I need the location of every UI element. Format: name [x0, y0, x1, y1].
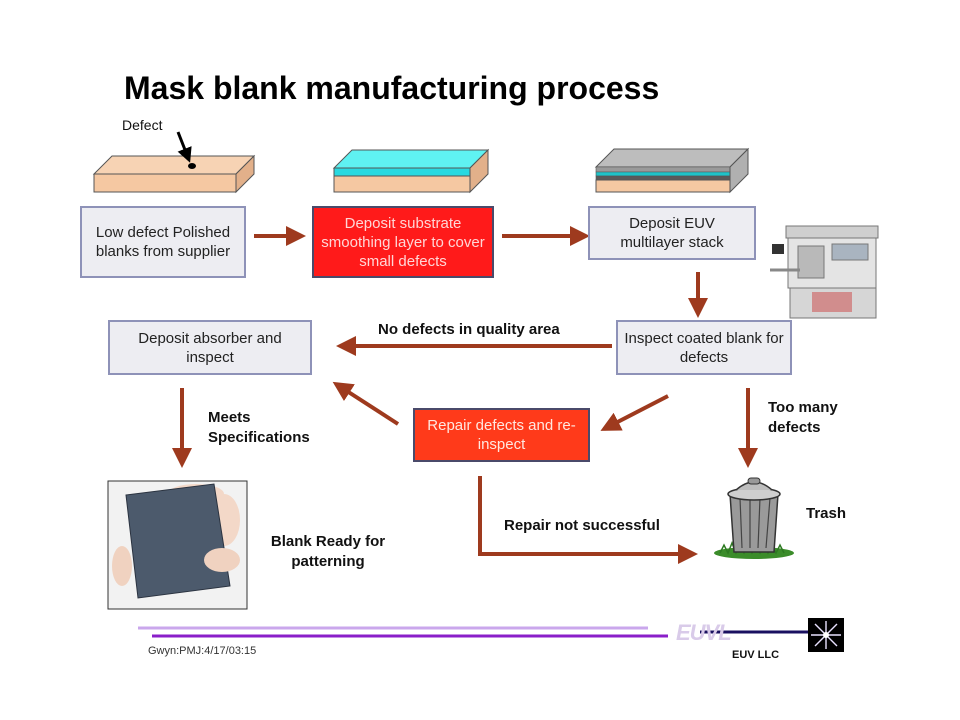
- outcome-trash-label: Trash: [806, 505, 847, 522]
- step-repair-defects-text: Repair defects and re-inspect: [427, 417, 576, 453]
- outcome-ready-label: Blank Ready for patterning: [270, 533, 386, 570]
- step-euv-multilayer-text: Deposit EUV multilayer stack: [620, 215, 724, 251]
- step-polished-blanks: Low defect Polished blanks from supplier: [80, 206, 246, 278]
- edge-label-meets-specs: Meets Specifications: [208, 409, 310, 446]
- step-inspect-coated-text: Inspect coated blank for defects: [624, 329, 784, 366]
- euvl-logo-text: EUVL: [676, 620, 732, 645]
- finished-blank-photo: [107, 480, 248, 610]
- step-polished-blanks-text: Low defect Polished blanks from supplier: [95, 224, 231, 260]
- smoothed-blank-image: [332, 148, 490, 194]
- euv-star-logo: [808, 618, 844, 652]
- defect-label: Defect: [122, 117, 163, 133]
- edge-label-no-defects: No defects in quality area: [378, 321, 560, 338]
- step-deposit-absorber-text: Deposit absorber and inspect: [138, 329, 282, 366]
- edge-label-repair-fail: Repair not successful: [504, 517, 660, 534]
- defect-pointer-arrow: [176, 131, 192, 163]
- step-repair-defects: Repair defects and re-inspect: [413, 408, 590, 462]
- step-deposit-absorber: Deposit absorber and inspect: [108, 320, 312, 375]
- defect-dot: [188, 163, 196, 169]
- trash-can-image: [714, 477, 794, 559]
- step-euv-multilayer: Deposit EUV multilayer stack: [588, 206, 756, 260]
- arrow-inspect-to-repair: [600, 394, 669, 431]
- step-smoothing-layer-text: Deposit substrate smoothing layer to cov…: [321, 214, 485, 270]
- page-title: Mask blank manufacturing process: [124, 70, 660, 106]
- step-smoothing-layer: Deposit substrate smoothing layer to cov…: [312, 206, 494, 278]
- arrow-repair-to-trash: [478, 476, 698, 564]
- edge-label-too-many: Too many defects: [768, 399, 838, 436]
- footer-company: EUV LLC: [732, 649, 780, 661]
- footer-slide-id: Gwyn:PMJ:4/17/03:15: [148, 645, 257, 657]
- step-inspect-coated: Inspect coated blank for defects: [616, 320, 792, 375]
- deposition-machine-image: [770, 225, 879, 319]
- polished-blank-image: [92, 154, 256, 194]
- arrow-repair-to-absorber: [332, 381, 400, 426]
- multilayer-blank-image: [594, 147, 750, 194]
